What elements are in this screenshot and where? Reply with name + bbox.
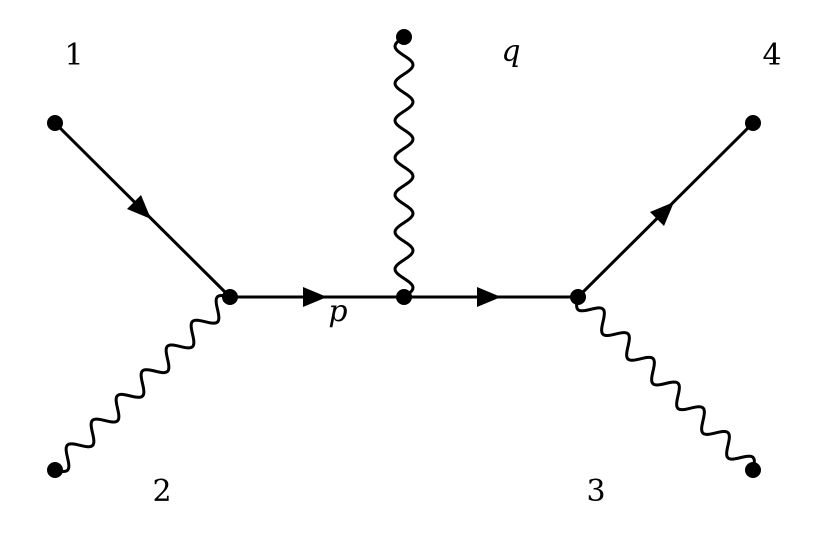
arrow-icon-internal-right (477, 287, 501, 307)
leg-label-4: 4 (762, 38, 782, 73)
endpoint-3 (745, 462, 761, 478)
photon-line-q (393, 35, 415, 299)
photon-lines (53, 35, 756, 473)
vertices (47, 29, 761, 478)
photon-line-2 (53, 294, 232, 473)
leg-label-3: 3 (586, 474, 606, 509)
vertex-left (222, 289, 238, 305)
arrow-icon-internal-left (303, 287, 327, 307)
endpoint-4 (745, 115, 761, 131)
leg-label-1: 1 (64, 38, 84, 73)
vertex-right (570, 289, 586, 305)
arrow-icon-leg-1 (127, 195, 151, 219)
endpoint-2 (47, 462, 63, 478)
momentum-label-p: p (328, 294, 348, 329)
vertex-middle (396, 289, 412, 305)
endpoint-q (396, 29, 412, 45)
endpoint-1 (47, 115, 63, 131)
momentum-label-q: q (501, 34, 521, 69)
arrowheads (127, 195, 674, 307)
arrow-icon-leg-4 (650, 202, 674, 226)
photon-line-3 (575, 295, 756, 472)
leg-label-2: 2 (152, 474, 172, 509)
